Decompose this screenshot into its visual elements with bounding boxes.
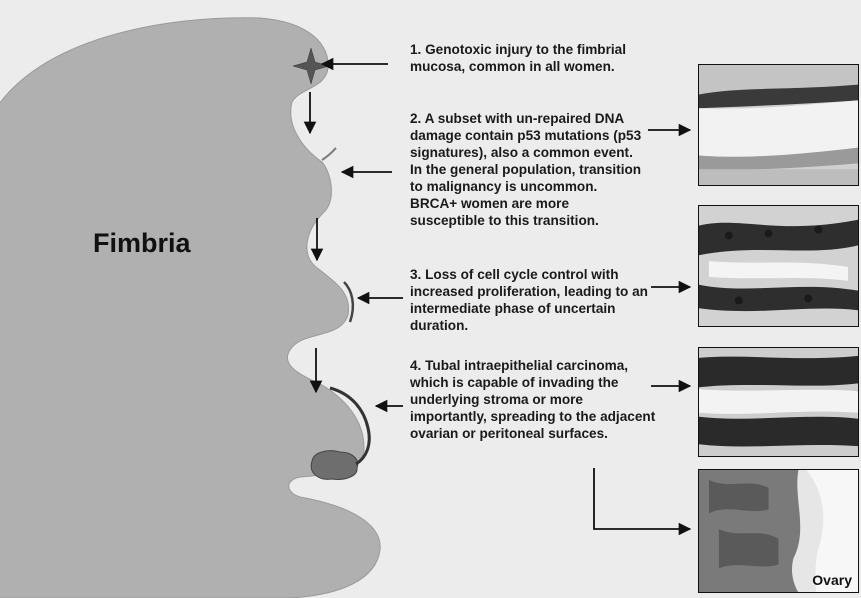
micrograph-carcinoma-panel (698, 347, 859, 457)
micrograph-image (699, 348, 858, 456)
micrograph-p53-signature-panel (698, 205, 859, 327)
fimbria-label: Fimbria (93, 228, 191, 259)
tumor-mass (311, 451, 357, 480)
step-4-text: 4. Tubal intraepithelial carcinoma, whic… (410, 357, 658, 442)
fimbria-shape (0, 18, 380, 598)
step-3-text: 3. Loss of cell cycle control with incre… (410, 266, 660, 334)
ovary-label: Ovary (812, 572, 852, 588)
micrograph-image (699, 206, 858, 326)
micrograph-normal-panel (698, 64, 859, 186)
lesion-signature (322, 148, 336, 160)
step-2-text: 2. A subset with un-repaired DNA damage … (410, 110, 642, 229)
step-1-text: 1. Genotoxic injury to the fimbrial muco… (410, 41, 660, 75)
micrograph-image (699, 65, 858, 185)
ovary-elbow-arrow (594, 468, 690, 529)
micrograph-ovary-panel: Ovary (698, 469, 859, 593)
